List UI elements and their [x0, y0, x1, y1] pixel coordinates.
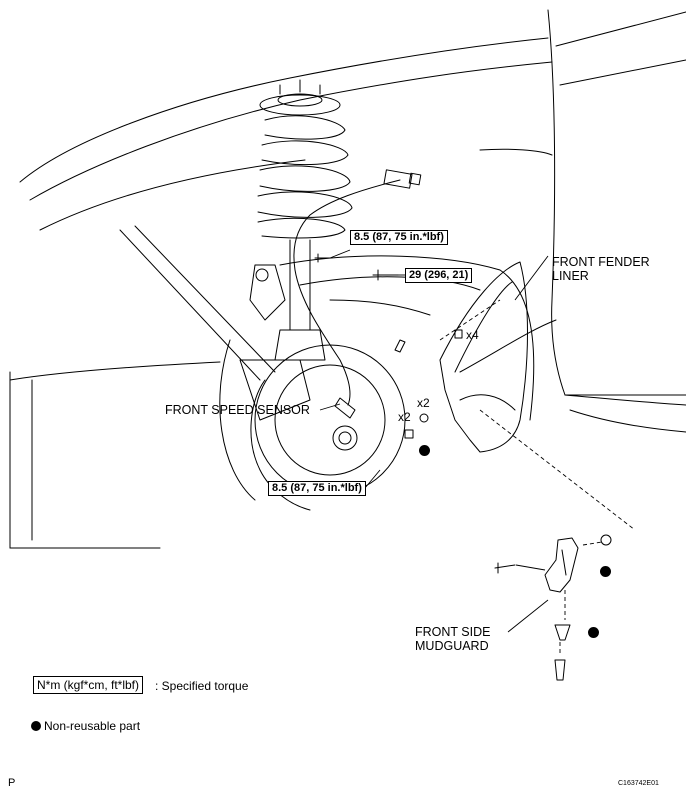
front-speed-sensor-label: FRONT SPEED SENSOR: [165, 403, 310, 417]
leader-lines: [319, 249, 549, 633]
legend-torque-text: : Specified torque: [155, 679, 249, 693]
nonreusable-marker-mudguard-screw: [588, 627, 599, 638]
front-fender-liner-label: FRONT FENDER LINER: [552, 255, 650, 283]
torque-box-lower-clamp: 8.5 (87, 75 in.*lbf): [268, 481, 366, 496]
nonreusable-marker-clip: [419, 445, 430, 456]
quantity-liner-clips-left: x2: [398, 410, 411, 424]
strut-assembly: [249, 79, 353, 361]
mudguard-part: [544, 537, 579, 593]
figure-code: C163742E01: [618, 780, 659, 787]
front-side-mudguard-label: FRONT SIDE MUDGUARD: [415, 625, 490, 653]
legend-nonreusable-dot: [31, 721, 41, 731]
nonreusable-marker-mudguard-clip: [600, 566, 611, 577]
quantity-liner-screws: x4: [466, 328, 479, 342]
fasteners: [314, 253, 612, 681]
front-side-mudguard-label-line2: MUDGUARD: [415, 639, 489, 653]
wheel-arch-outline: [279, 255, 535, 421]
fender-body-outline: [9, 9, 686, 549]
dashed-guide-lines: [439, 299, 636, 655]
legend-nonreusable-text: Non-reusable part: [44, 719, 141, 733]
fender-liner-part: [439, 261, 528, 453]
torque-box-upper-clamp: 8.5 (87, 75 in.*lbf): [350, 230, 448, 245]
corner-mark: P: [8, 777, 16, 789]
torque-box-bolt: 29 (296, 21): [405, 268, 473, 283]
front-fender-liner-label-line2: LINER: [552, 269, 589, 283]
legend-torque-box: N*m (kgf*cm, ft*lbf): [33, 676, 144, 694]
front-side-mudguard-label-line1: FRONT SIDE: [415, 625, 491, 639]
quantity-liner-clips-right: x2: [417, 396, 430, 410]
front-fender-liner-label-line1: FRONT FENDER: [552, 255, 650, 269]
speed-sensor-harness: [293, 169, 422, 419]
